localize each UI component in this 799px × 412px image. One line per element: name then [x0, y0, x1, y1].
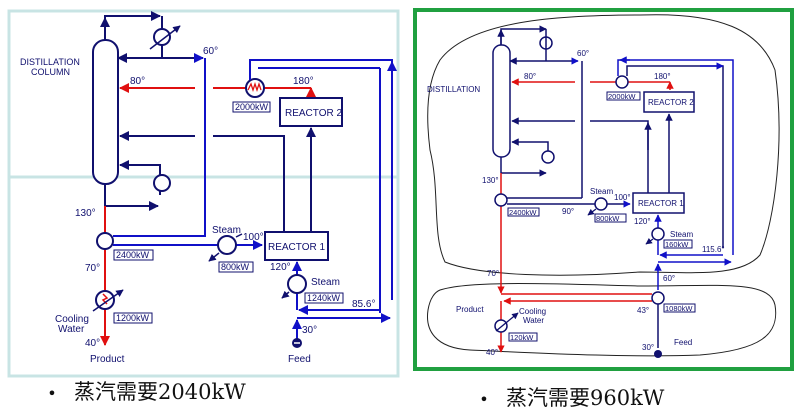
bottom-hx-icon — [96, 232, 114, 250]
product-label: Product — [90, 354, 125, 365]
r-temp-115-6: 115.6° — [702, 245, 725, 254]
right-caption-text: 蒸汽需要960kW — [506, 386, 665, 410]
temp-100: 100° — [243, 232, 264, 243]
r-duty-800: 800kW — [596, 214, 620, 223]
r-steam-heater-2-icon — [651, 227, 665, 241]
reactor-2-label: REACTOR 2 — [285, 108, 342, 119]
cooler-icon — [95, 290, 115, 310]
r-reactor-2-label: REACTOR 2 — [648, 98, 694, 107]
bullet: • — [479, 390, 489, 409]
temp-180: 180° — [293, 76, 314, 87]
r-product-label: Product — [456, 305, 484, 314]
temp-40: 40° — [85, 338, 100, 349]
r-heater-r2-icon — [615, 75, 629, 89]
cooling-water-2: Water — [58, 324, 85, 335]
zone-boundary-upper — [427, 14, 780, 276]
steam-label-1: Steam — [212, 225, 241, 236]
left-diagram: DISTILLATION COLUMN 60° 80° 180° 2000kW … — [7, 9, 400, 378]
r-reboiler-icon — [541, 150, 555, 164]
steam-label-2: Steam — [311, 277, 340, 288]
r-temp-100: 100° — [614, 193, 631, 202]
temp-120: 120° — [270, 262, 291, 273]
r-cooling-water-1: Cooling — [519, 307, 546, 316]
r-temp-130: 130° — [482, 176, 499, 185]
r-temp-60: 60° — [663, 274, 675, 283]
r-reactor-1 — [632, 192, 685, 214]
temp-30: 30° — [302, 325, 317, 336]
left-caption: • 蒸汽需要2040kW — [30, 376, 246, 406]
left-panel-frame — [7, 9, 400, 179]
temp-70: 70° — [85, 263, 100, 274]
distillation-column — [92, 39, 119, 185]
r-temp-40: 40° — [486, 348, 498, 357]
duty-2400: 2400kW — [116, 250, 150, 260]
right-caption: • 蒸汽需要960kW — [462, 382, 664, 412]
r-duty-1080: 1080kW — [665, 304, 693, 313]
r-temp-30: 30° — [642, 343, 654, 352]
r-feed-hx-icon — [651, 291, 665, 305]
r-cooling-water-2: Water — [523, 316, 544, 325]
temp-60: 60° — [203, 46, 218, 57]
condenser-icon — [153, 28, 171, 46]
r-temp-180: 180° — [654, 72, 671, 81]
r-temp-120: 120° — [634, 217, 651, 226]
r-steam-label-2: Steam — [670, 230, 693, 239]
right-panel-frame — [413, 8, 794, 371]
r-temp-70: 70° — [487, 269, 499, 278]
r-reactor-1-label: REACTOR 1 — [638, 199, 684, 208]
r-temp-80: 80° — [524, 72, 536, 81]
r-temp-60-top: 60° — [577, 49, 589, 58]
reactor-1-label: REACTOR 1 — [268, 242, 325, 253]
r-column-label: DISTILLATION — [427, 85, 480, 94]
r-reactor-2 — [643, 91, 695, 113]
reactor-2 — [279, 97, 343, 127]
temp-130: 130° — [75, 208, 96, 219]
steam-heater-2-icon — [287, 274, 307, 294]
duty-1240: 1240kW — [307, 293, 341, 303]
r-duty-2000: 2000kW — [608, 92, 636, 101]
r-steam-label-1: Steam — [590, 187, 613, 196]
r-feed-pump-icon — [654, 350, 662, 358]
duty-1200: 1200kW — [116, 313, 150, 323]
left-caption-text: 蒸汽需要2040kW — [74, 380, 246, 404]
temp-85-6: 85.6° — [352, 299, 375, 310]
r-duty-120: 120kW — [510, 333, 534, 342]
r-bottom-hx-icon — [494, 193, 508, 207]
reactor-1 — [264, 231, 329, 261]
duty-800: 800kW — [221, 262, 250, 272]
temp-80: 80° — [130, 76, 145, 87]
duty-2000: 2000kW — [235, 102, 269, 112]
r-duty-2400: 2400kW — [509, 208, 537, 217]
zone-boundary-lower — [426, 283, 777, 357]
cooling-water-1: Cooling — [55, 314, 89, 325]
bullet: • — [47, 384, 57, 403]
r-steam-heater-1-icon — [594, 197, 608, 211]
right-diagram: DISTILLATION 60° 80° 180° 2000kW REACTOR… — [413, 8, 794, 371]
column-label-1: DISTILLATION — [20, 57, 80, 67]
column-label-2: COLUMN — [31, 67, 70, 77]
r-temp-90: 90° — [562, 207, 574, 216]
feed-label: Feed — [288, 354, 311, 365]
r-duty-160: 160kW — [665, 240, 689, 249]
steam-heater-1-icon — [217, 235, 237, 255]
r-temp-43: 43° — [637, 306, 649, 315]
r-feed-label: Feed — [674, 338, 692, 347]
reboiler-icon — [153, 174, 171, 192]
